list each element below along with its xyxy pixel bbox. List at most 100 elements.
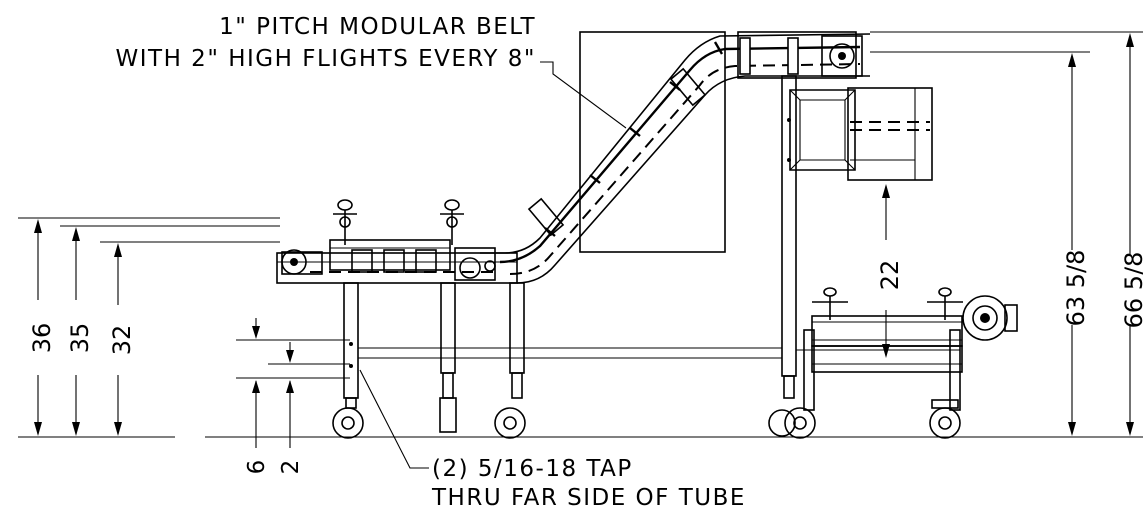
dim-36: 36: [18, 217, 280, 436]
sec-motor-end: [1004, 304, 1018, 332]
dim-32-label: 32: [108, 325, 136, 356]
caster-2-stem: [442, 372, 454, 399]
side-plate-2: [669, 67, 707, 107]
dim-63: 63 5/8: [870, 51, 1090, 436]
sec-motor-hub: [980, 313, 990, 323]
dim-32: 32: [100, 241, 280, 436]
post-hole-1: [787, 118, 791, 122]
dim-35-arrow-top: [72, 227, 80, 241]
head-gear-hub: [838, 52, 846, 60]
horizontal-frame: [276, 252, 518, 284]
flight-2: [589, 174, 601, 184]
dim-6-label: 6: [244, 460, 270, 475]
caster-3: [494, 372, 526, 439]
tap-note-line1: (2) 5/16-18 TAP: [432, 456, 633, 482]
tap-note-leader: [359, 369, 429, 469]
sec-lower: [811, 345, 963, 373]
dim-2-label: 2: [278, 460, 304, 475]
caster-3-stem: [511, 372, 523, 399]
sec-caster-mount: [931, 399, 959, 409]
left-drive-wheel: [459, 257, 481, 279]
caster-3-wheel: [494, 407, 526, 439]
head-gearbox: [821, 35, 863, 77]
dim-32-arrow-top: [114, 243, 122, 257]
incline-top-edge: [480, 33, 871, 254]
tap-note: (2) 5/16-18 TAP THRU FAR SIDE OF TUBE: [359, 369, 744, 511]
dim-22-label: 22: [876, 260, 904, 291]
head-plate-mid: [787, 37, 799, 75]
belt-note-leader: [540, 61, 627, 129]
hopper-corner-3: [789, 159, 801, 171]
head-frame: [737, 31, 857, 79]
knob-left-head: [337, 199, 353, 211]
belt-note-line1: 1" PITCH MODULAR BELT: [219, 14, 536, 40]
head-gear-circle: [829, 43, 855, 69]
leg-1-hole-2: [349, 364, 353, 368]
post-hole-2: [787, 158, 791, 162]
sec-leg-right: [949, 329, 961, 411]
dim-35-arrow-bot: [72, 422, 80, 436]
caster-3-hub: [503, 416, 517, 430]
dim-32-arrow-bot: [114, 422, 122, 436]
sec-frame: [811, 315, 963, 347]
dim-36-arrow-top: [34, 219, 42, 233]
hatch-block-3: [415, 249, 437, 273]
dim-63-arrow-bot: [1068, 422, 1076, 436]
dim-66: 66 5/8: [870, 31, 1143, 436]
motor-box: [847, 87, 933, 181]
hatch-block-2: [383, 249, 405, 273]
caster-4-hub: [793, 416, 807, 430]
tail-housing: [281, 251, 323, 275]
knob-left: [333, 199, 357, 245]
guide-box: [329, 239, 451, 271]
caster-1-stem: [345, 397, 357, 409]
belt-note: 1" PITCH MODULAR BELT WITH 2" HIGH FLIGH…: [116, 14, 627, 129]
discharge-unit: [789, 87, 933, 181]
sec-caster-hub: [938, 416, 952, 430]
caster-2: [439, 372, 457, 433]
dim-66-arrow-top: [1126, 33, 1134, 47]
head-drive: [737, 31, 863, 79]
dim-63-arrow-top: [1068, 53, 1076, 67]
incline-return-dashed: [509, 63, 861, 275]
dim-6-2: 6 2: [236, 318, 350, 474]
left-drive: [454, 247, 496, 281]
dim-66-arrow-bot: [1126, 422, 1134, 436]
belt-note-line2: WITH 2" HIGH FLIGHTS EVERY 8": [116, 46, 537, 72]
dim-22: 22: [876, 184, 904, 358]
knob-right: [440, 199, 464, 245]
leg-1-hole-1: [349, 342, 353, 346]
dim-36-label: 36: [28, 323, 56, 354]
tail-pulley-hub: [290, 258, 298, 266]
dim-2-arrow-bot: [286, 380, 294, 393]
sec-motor-inner: [972, 305, 998, 331]
caster-4: [768, 375, 816, 439]
guard-panel: [579, 31, 726, 253]
sec-knob-left-head: [823, 287, 837, 297]
dim-35: 35: [60, 225, 280, 436]
sec-caster-wheel: [929, 407, 961, 439]
incline-belt-line: [499, 45, 861, 264]
dim-6-arrow-top: [252, 326, 260, 339]
dim-6-arrow-bot: [252, 380, 260, 393]
dim-22-arrow-top: [882, 184, 890, 198]
flight-3: [629, 127, 641, 137]
knob-right-head: [444, 199, 460, 211]
sec-motor: [962, 295, 1008, 341]
hopper-corner-1: [789, 89, 801, 101]
left-legs: [343, 282, 782, 399]
dim-35-label: 35: [66, 323, 94, 354]
caster-4-stem: [783, 375, 795, 399]
dim-63-label: 63 5/8: [1062, 250, 1090, 327]
caster-1: [332, 397, 364, 439]
hatch-block-1: [351, 249, 373, 273]
dim-66-label: 66 5/8: [1120, 252, 1143, 329]
head-plate-left: [739, 37, 751, 75]
caster-1-hub: [341, 416, 355, 430]
leg-3: [509, 282, 525, 374]
hopper-inner: [799, 99, 846, 161]
flight-5: [713, 41, 724, 55]
knob-right-nut: [446, 216, 458, 228]
caster-1-wheel: [332, 407, 364, 439]
